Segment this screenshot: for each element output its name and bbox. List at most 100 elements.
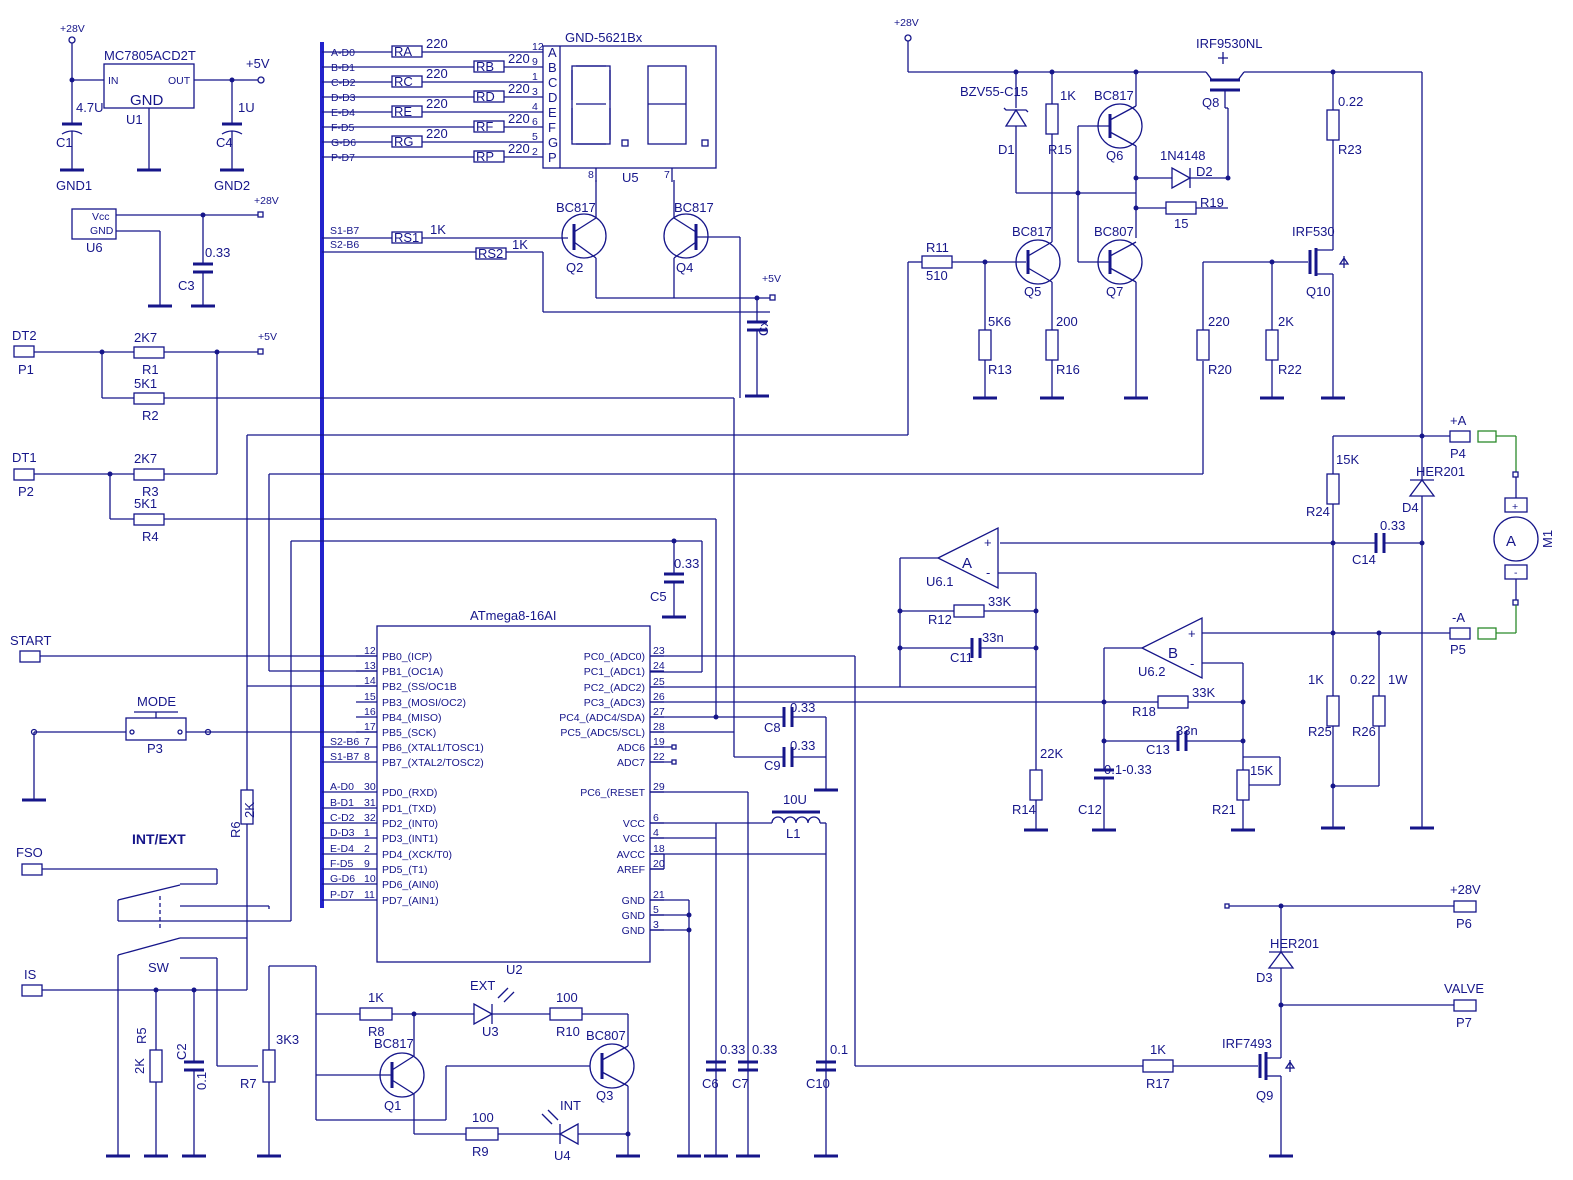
c2-ref: C2 [174, 1043, 189, 1060]
u6-supply: Vcc GND U6 +28V 0.33 C3 [71, 195, 279, 308]
r6-value: 2K [242, 802, 257, 818]
mcu-left-pin-name: PD1_(TXD) [382, 803, 436, 815]
mcu-right-pin-number: 20 [653, 858, 665, 870]
c5-ref: C5 [650, 589, 667, 604]
mcu-right-pin-number: 6 [653, 812, 659, 824]
seg-resistor-value: 220 [426, 36, 448, 51]
r2-value: 5K1 [134, 376, 157, 391]
ext-led [473, 1002, 494, 1026]
r25-ref: R25 [1308, 724, 1332, 739]
mcu-right-pin-name: GND [622, 925, 646, 937]
q9-ref: Q9 [1256, 1088, 1273, 1103]
r21-potentiometer [1236, 769, 1250, 801]
int-led [558, 1122, 579, 1146]
mcu-left-pin-name: PB1_(OC1A) [382, 666, 443, 678]
rs1-ref: RS1 [394, 230, 419, 245]
mcu-left-pin-name: PD6_(AIN0) [382, 879, 439, 891]
r15-resistor [1045, 103, 1059, 135]
seg-net-label: F-D5 [331, 122, 354, 134]
q3-part: BC807 [586, 1028, 626, 1043]
seg-resistor-ref: RP [476, 149, 494, 164]
q10-ref: Q10 [1306, 284, 1331, 299]
d2-diode [1171, 166, 1192, 190]
seg-resistor-value: 220 [508, 51, 530, 66]
d1-part: BZV55-C15 [960, 84, 1028, 99]
r4-ref: R4 [142, 529, 159, 544]
q5-transistor [1015, 239, 1061, 285]
d1-zener [1004, 108, 1028, 127]
mcu-right-pin-name: PC3_(ADC3) [584, 697, 645, 709]
seg-resistor-value: 220 [508, 81, 530, 96]
mcu-right-pin-name: PC0_(ADC0) [584, 651, 645, 663]
mcu-right-pin-number: 28 [653, 721, 665, 733]
display-ref: U5 [622, 170, 639, 185]
is-label: IS [24, 967, 37, 982]
r14-ref: R14 [1012, 802, 1036, 817]
d3-ref: D3 [1256, 970, 1273, 985]
r26-resistor [1372, 695, 1386, 727]
seg-pin-number: 3 [532, 86, 538, 98]
r7-potentiometer [262, 1049, 276, 1083]
c9-ref: C9 [764, 758, 781, 773]
q1-part: BC817 [374, 1036, 414, 1051]
supply-5v-b: +5V [762, 273, 781, 285]
mcu-left-pin-number: 15 [364, 691, 376, 703]
seg-resistor-value: 220 [508, 111, 530, 126]
c13-value: 33n [1176, 723, 1198, 738]
seg-letter: G [548, 135, 558, 150]
seg-resistor-value: 220 [426, 66, 448, 81]
q5-part: BC817 [1012, 224, 1052, 239]
r10-resistor [549, 1007, 583, 1021]
r9-ref: R9 [472, 1144, 489, 1159]
seg-resistor [391, 105, 423, 118]
seg-net-label: P-D7 [331, 152, 355, 164]
fso-connector [21, 863, 43, 876]
c10-ref: C10 [806, 1076, 830, 1091]
regulator-u1 [103, 63, 195, 109]
c8-value: 0.33 [790, 700, 815, 715]
mcu-bus-net-label: E-D4 [330, 843, 354, 855]
digit-pin-1: 8 [588, 169, 594, 181]
r2-ref: R2 [142, 408, 159, 423]
p6-supply: +28V [1450, 882, 1481, 897]
u61-ref: U6.1 [926, 574, 953, 589]
r18-value: 33K [1192, 685, 1215, 700]
mcu-left-pin-number: 13 [364, 660, 376, 672]
mcu-right-pin-number: 5 [653, 904, 659, 916]
mcu-left-pin-name: PB2_(SS/OC1B [382, 681, 457, 693]
seg-letter: E [548, 105, 557, 120]
c14-value: 0.33 [1380, 518, 1405, 533]
seg-letter: P [548, 150, 557, 165]
mode-label: MODE [137, 694, 176, 709]
r4-resistor [133, 513, 165, 526]
q7-transistor [1097, 239, 1143, 285]
led-section: 1K R8 EXT U3 100 R10 BC817 Q1 BC807 Q3 1… [316, 978, 640, 1163]
mcu-right-connections: 0.33 C8 0.33 C9 10U L1 0.33 C6 0.33 C7 0… [650, 655, 1143, 1158]
r19-resistor [1165, 201, 1197, 215]
gnd1-label: GND1 [56, 178, 92, 193]
q9-diode [1284, 1060, 1296, 1072]
mode-button[interactable] [125, 717, 187, 741]
r23-ref: R23 [1338, 142, 1362, 157]
seg-resistor-ref: RA [394, 44, 412, 59]
seg-resistor-ref: RF [476, 119, 493, 134]
mcu-left-pin-name: PD3_(INT1) [382, 833, 438, 845]
mcu-bus-net-label: B-D1 [330, 797, 354, 809]
l1-ref: L1 [786, 826, 800, 841]
start-mode: START MODE P3 [10, 633, 377, 802]
mcu-left-pin-number: 7 [364, 736, 370, 748]
q8-ref: Q8 [1202, 95, 1219, 110]
mcu-left-pin-name: PB6_(XTAL1/TOSC1) [382, 742, 484, 754]
r17-value: 1K [1150, 1042, 1166, 1057]
q4-ref: Q4 [676, 260, 693, 275]
seg-resistor [473, 60, 505, 73]
q3-transistor [589, 1043, 635, 1089]
r9-value: 100 [472, 1110, 494, 1125]
regulator-section: +28V 4.7U C1 GND1 MC7805ACD2T IN OUT GND… [56, 23, 270, 193]
c8-ref: C8 [764, 720, 781, 735]
p1-connector [13, 345, 35, 358]
r12-value: 33K [988, 594, 1011, 609]
mcu-bus-labels: S2-B6S1-B7A-D0B-D1C-D2D-D3E-D4F-D5G-D6P-… [322, 736, 359, 901]
